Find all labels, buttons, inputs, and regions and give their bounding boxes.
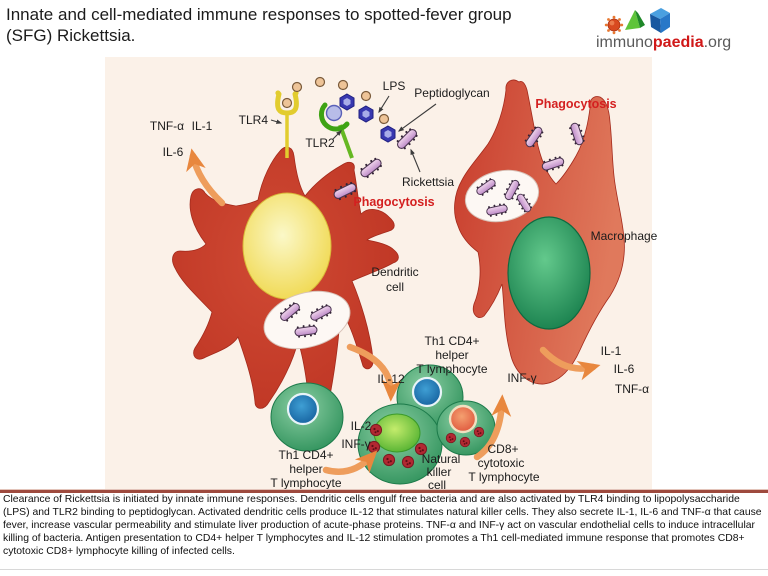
label-il1-right: IL-1	[601, 344, 622, 358]
blue-cube-icon	[650, 8, 670, 33]
arrow-infg	[473, 394, 512, 461]
bottom-border	[0, 569, 768, 570]
natural-killer-cell	[357, 403, 443, 485]
pointer-lps	[378, 95, 390, 114]
cd8-nucleus	[448, 404, 478, 434]
label-tlr4: TLR4	[239, 113, 269, 127]
label-phagocytosis-dc: Phagocytosis	[353, 195, 434, 209]
label-il6-right: IL-6	[614, 362, 635, 376]
label-cd8-3: T lymphocyte	[468, 470, 539, 484]
macrophage-cell	[454, 79, 625, 385]
label-nk-3: cell	[428, 478, 446, 492]
pointer-tlr2	[332, 130, 342, 140]
label-th1-top-3: T lymphocyte	[416, 362, 487, 376]
dendritic-cell	[172, 146, 399, 427]
th1-left-nucleus	[286, 392, 320, 426]
logo[interactable]: immunopaedia.org	[594, 2, 766, 56]
label-tlr2: TLR2	[305, 136, 335, 150]
tlr2-receptor	[319, 102, 354, 159]
logo-highlight: paedia	[652, 34, 704, 51]
logo-prefix: immuno	[596, 34, 653, 51]
label-th1-left-1: Th1 CD4+	[278, 448, 333, 462]
dendritic-nucleus	[242, 192, 332, 300]
virus-icon	[604, 15, 624, 35]
immune-diagram: TNF-α IL-1 IL-6 TLR4 TLR2 LPS Peptidogly…	[105, 57, 658, 492]
label-dendritic-1: Dendritic	[371, 265, 418, 279]
caption-text: Clearance of Rickettsia is initiated by …	[3, 494, 762, 557]
logo-icon	[604, 8, 670, 35]
label-nk-2: killer	[427, 465, 452, 479]
macrophage-vacuole	[464, 169, 540, 223]
label-il12: IL-12	[377, 372, 405, 386]
label-th1-left-2: helper	[289, 462, 322, 476]
green-pyramid-icon	[625, 10, 645, 30]
divider	[0, 489, 768, 493]
label-th1-top-2: helper	[435, 348, 468, 362]
label-infg-right: INF-γ	[507, 371, 536, 385]
label-lps: LPS	[383, 79, 406, 93]
label-il2: IL-2	[351, 419, 372, 433]
pointer-tlr4	[270, 119, 283, 124]
peptidoglycan-bound	[325, 104, 343, 122]
label-macrophage: Macrophage	[591, 229, 658, 243]
label-infg-left: INF-γ	[341, 437, 370, 451]
label-dendritic-2: cell	[386, 280, 404, 294]
arrow-il12	[346, 343, 402, 402]
label-cd8-2: cytotoxic	[478, 456, 525, 470]
label-il6-left: IL-6	[163, 145, 184, 159]
label-peptidoglycan: Peptidoglycan	[414, 86, 489, 100]
arrow-il2-infg	[322, 450, 378, 475]
macrophage-nucleus	[507, 216, 591, 330]
cd8-cell	[436, 400, 496, 456]
label-nk-1: Natural	[422, 452, 461, 466]
pointer-peptidoglycan	[397, 103, 437, 132]
label-th1-top-1: Th1 CD4+	[424, 334, 479, 348]
label-th1-left-3: T lymphocyte	[270, 476, 341, 490]
pointer-rickettsia	[410, 148, 421, 173]
label-tnf-alpha-left: TNF-α	[150, 119, 184, 133]
label-il1-left: IL-1	[192, 119, 213, 133]
logo-suffix: .org	[703, 34, 732, 51]
th1-cell-left	[270, 382, 344, 452]
logo-text: immunopaedia.org	[596, 34, 766, 52]
arrow-mac-cytokines	[539, 346, 601, 381]
page-title: Innate and cell-mediated immune response…	[6, 5, 512, 45]
label-rickettsia: Rickettsia	[402, 175, 454, 189]
label-cd8-1: CD8+	[487, 442, 518, 456]
arrow-dc-cytokines	[186, 148, 226, 207]
th1-top-nucleus	[411, 376, 443, 408]
label-phagocytosis-mac: Phagocytosis	[535, 97, 616, 111]
label-tnf-right: TNF-α	[615, 382, 649, 396]
